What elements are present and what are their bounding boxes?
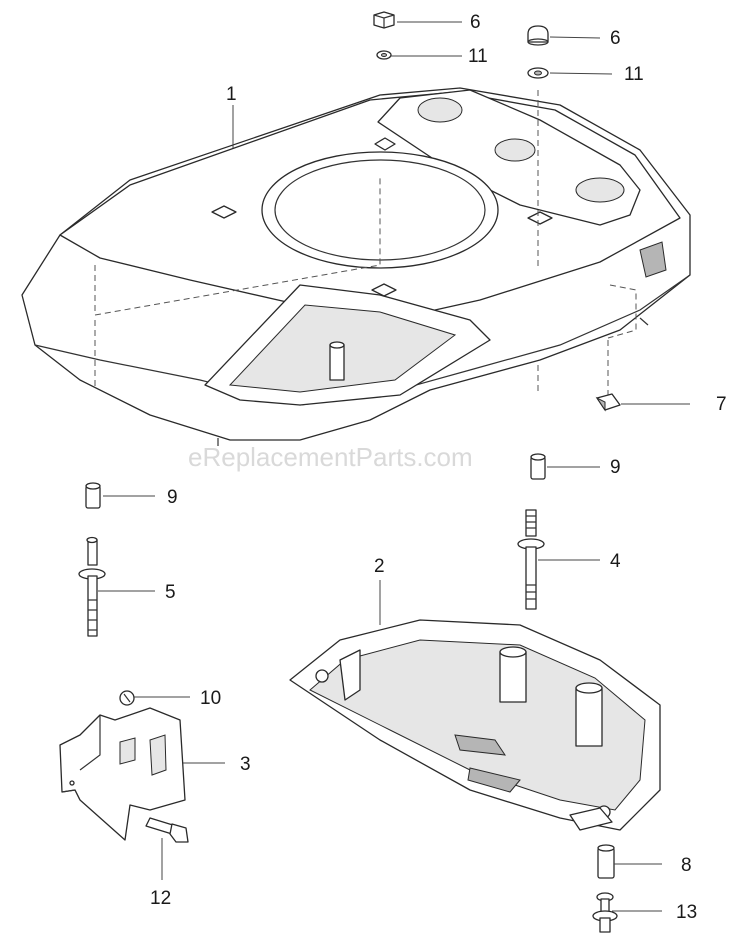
callout-1: 1 [226, 84, 237, 105]
part-6-cap-right[interactable] [527, 25, 549, 46]
leader-lines [98, 21, 690, 912]
part-8-spacer[interactable] [597, 844, 615, 879]
callout-13: 13 [676, 902, 697, 923]
callout-6-left: 6 [470, 12, 481, 33]
part-13-screw[interactable] [592, 892, 618, 933]
callout-7: 7 [716, 394, 727, 415]
callout-labels: 1 2 3 4 5 6 6 7 8 9 9 10 11 11 12 13 [150, 12, 727, 923]
part-2-tray[interactable] [289, 619, 661, 831]
part-1-cover[interactable] [21, 87, 691, 446]
part-11-washer-right[interactable] [527, 67, 549, 79]
watermark-text: eReplacementParts.com [188, 442, 473, 472]
callout-10: 10 [200, 688, 221, 709]
callout-3: 3 [240, 754, 251, 775]
part-12-bolt[interactable] [145, 817, 189, 843]
callout-12: 12 [150, 888, 171, 909]
callout-8: 8 [681, 855, 692, 876]
callout-6-right: 6 [610, 28, 621, 49]
callout-2: 2 [374, 556, 385, 577]
part-7-clip[interactable] [595, 393, 621, 412]
callout-4: 4 [610, 551, 621, 572]
part-5-stud[interactable] [78, 536, 106, 637]
callout-5: 5 [165, 582, 176, 603]
callout-9-left: 9 [167, 487, 178, 508]
part-9-pin-left[interactable] [85, 482, 101, 509]
part-4-stud[interactable] [517, 509, 545, 610]
part-10-screw[interactable] [119, 690, 135, 706]
part-3-bracket[interactable] [59, 707, 186, 841]
part-6-nut-left[interactable] [373, 11, 395, 29]
callout-11-left: 11 [468, 46, 488, 67]
callout-9-right: 9 [610, 457, 621, 478]
part-11-washer-left[interactable] [376, 50, 392, 60]
part-9-pin-right[interactable] [530, 453, 546, 480]
callout-11-right: 11 [624, 64, 644, 85]
